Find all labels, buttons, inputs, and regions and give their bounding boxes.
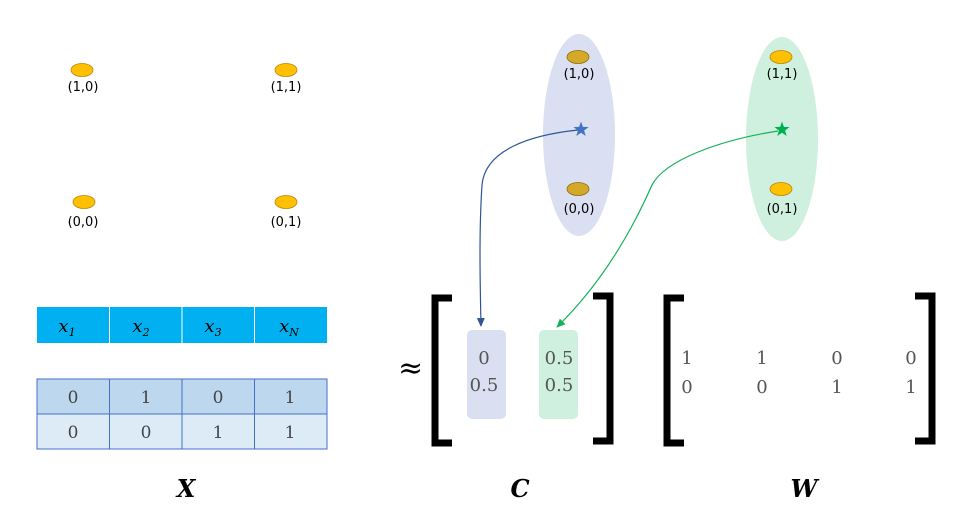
data-point-0-1 [274,195,298,209]
x-table-cell-r2-c4: 1 [285,423,296,443]
x-table-cell-r1-c4: 1 [285,388,296,408]
cluster-2: (1,1) (0,1) [746,37,818,241]
matrix-C-col-2-highlight [539,330,578,419]
cluster-1-region [543,34,615,236]
data-points: (1,0) (1,1) (0,0) (0,1) [68,63,302,230]
matrix-C-right-bracket [593,292,614,445]
cluster-2-point-bottom-label: (0,1) [767,202,798,217]
data-point-label-1-0: (1,0) [68,80,99,95]
x-table-cell-r1-c1: 0 [68,388,79,408]
matrix-C-col-1-highlight [467,330,506,419]
matrix-W-r2-c3: 1 [831,377,842,398]
data-point-label-1-1: (1,1) [271,80,302,95]
cluster-1-point-bottom-label: (0,0) [564,202,595,217]
x-header-cell-N: xN [279,316,299,339]
matrix-C-r1-c1: 0 [478,348,489,369]
arrow-cluster-1-to-C-col-1 [476,129,579,327]
x-table-cell-r2-c3: 1 [213,423,224,443]
matrix-W-r2-c4: 1 [905,377,916,398]
approx-symbol: ≈ [398,351,423,386]
x-header-cell-3: x3 [204,316,221,339]
cluster-2-point-top [769,50,793,64]
label-C: C [510,474,529,503]
x-table-cell-r2-c1: 0 [68,423,79,443]
x-header-cell-2: x2 [132,316,149,339]
matrix-W-r1-c1: 1 [681,348,692,369]
cluster-1-centroid-star-icon [573,121,589,136]
matrix-W-right-bracket [915,292,936,445]
data-point-label-0-0: (0,0) [68,215,99,230]
data-point-label-0-1: (0,1) [271,215,302,230]
x-table-cell-r1-c3: 0 [213,388,224,408]
matrix-C-r1-c2: 0.5 [545,348,574,369]
x-data-table: 0 1 0 1 0 0 1 1 [36,378,328,450]
label-W: W [791,474,820,503]
arrow-cluster-2-to-C-col-2 [556,130,779,328]
x-table-cell-r1-c2: 1 [141,388,152,408]
data-point-0-0 [72,195,96,209]
matrix-W-r1-c3: 0 [831,348,842,369]
cluster-1-point-top [566,50,590,64]
matrix-W-r2-c1: 0 [681,377,692,398]
cluster-1: (1,0) (0,0) [543,34,615,236]
data-point-1-0 [70,63,94,77]
x-header-cell-1: x1 [58,316,75,339]
matrix-W-r1-c2: 1 [756,348,767,369]
matrix-C-r2-c1: 0.5 [470,375,499,396]
x-table-cell-r2-c2: 0 [141,423,152,443]
matrix-W-r1-c4: 0 [905,348,916,369]
x-header-row: x1 x2 x3 xN [37,307,327,343]
data-point-1-1 [274,63,298,77]
matrix-C-left-bracket [431,294,452,447]
cluster-2-point-bottom [769,182,793,196]
cluster-2-point-top-label: (1,1) [767,67,798,82]
matrix-C-r2-c2: 0.5 [545,375,574,396]
matrix-C: 0 0.5 0.5 0.5 [431,292,614,447]
matrix-W: 1 1 0 0 0 0 1 1 [663,292,936,447]
matrix-W-left-bracket [663,294,684,447]
cluster-1-point-bottom [566,182,590,196]
matrix-W-r2-c2: 0 [756,377,767,398]
cluster-2-region [746,37,818,241]
cluster-2-centroid-star-icon [774,121,790,136]
label-X: X [175,474,197,503]
cluster-1-point-top-label: (1,0) [564,67,595,82]
